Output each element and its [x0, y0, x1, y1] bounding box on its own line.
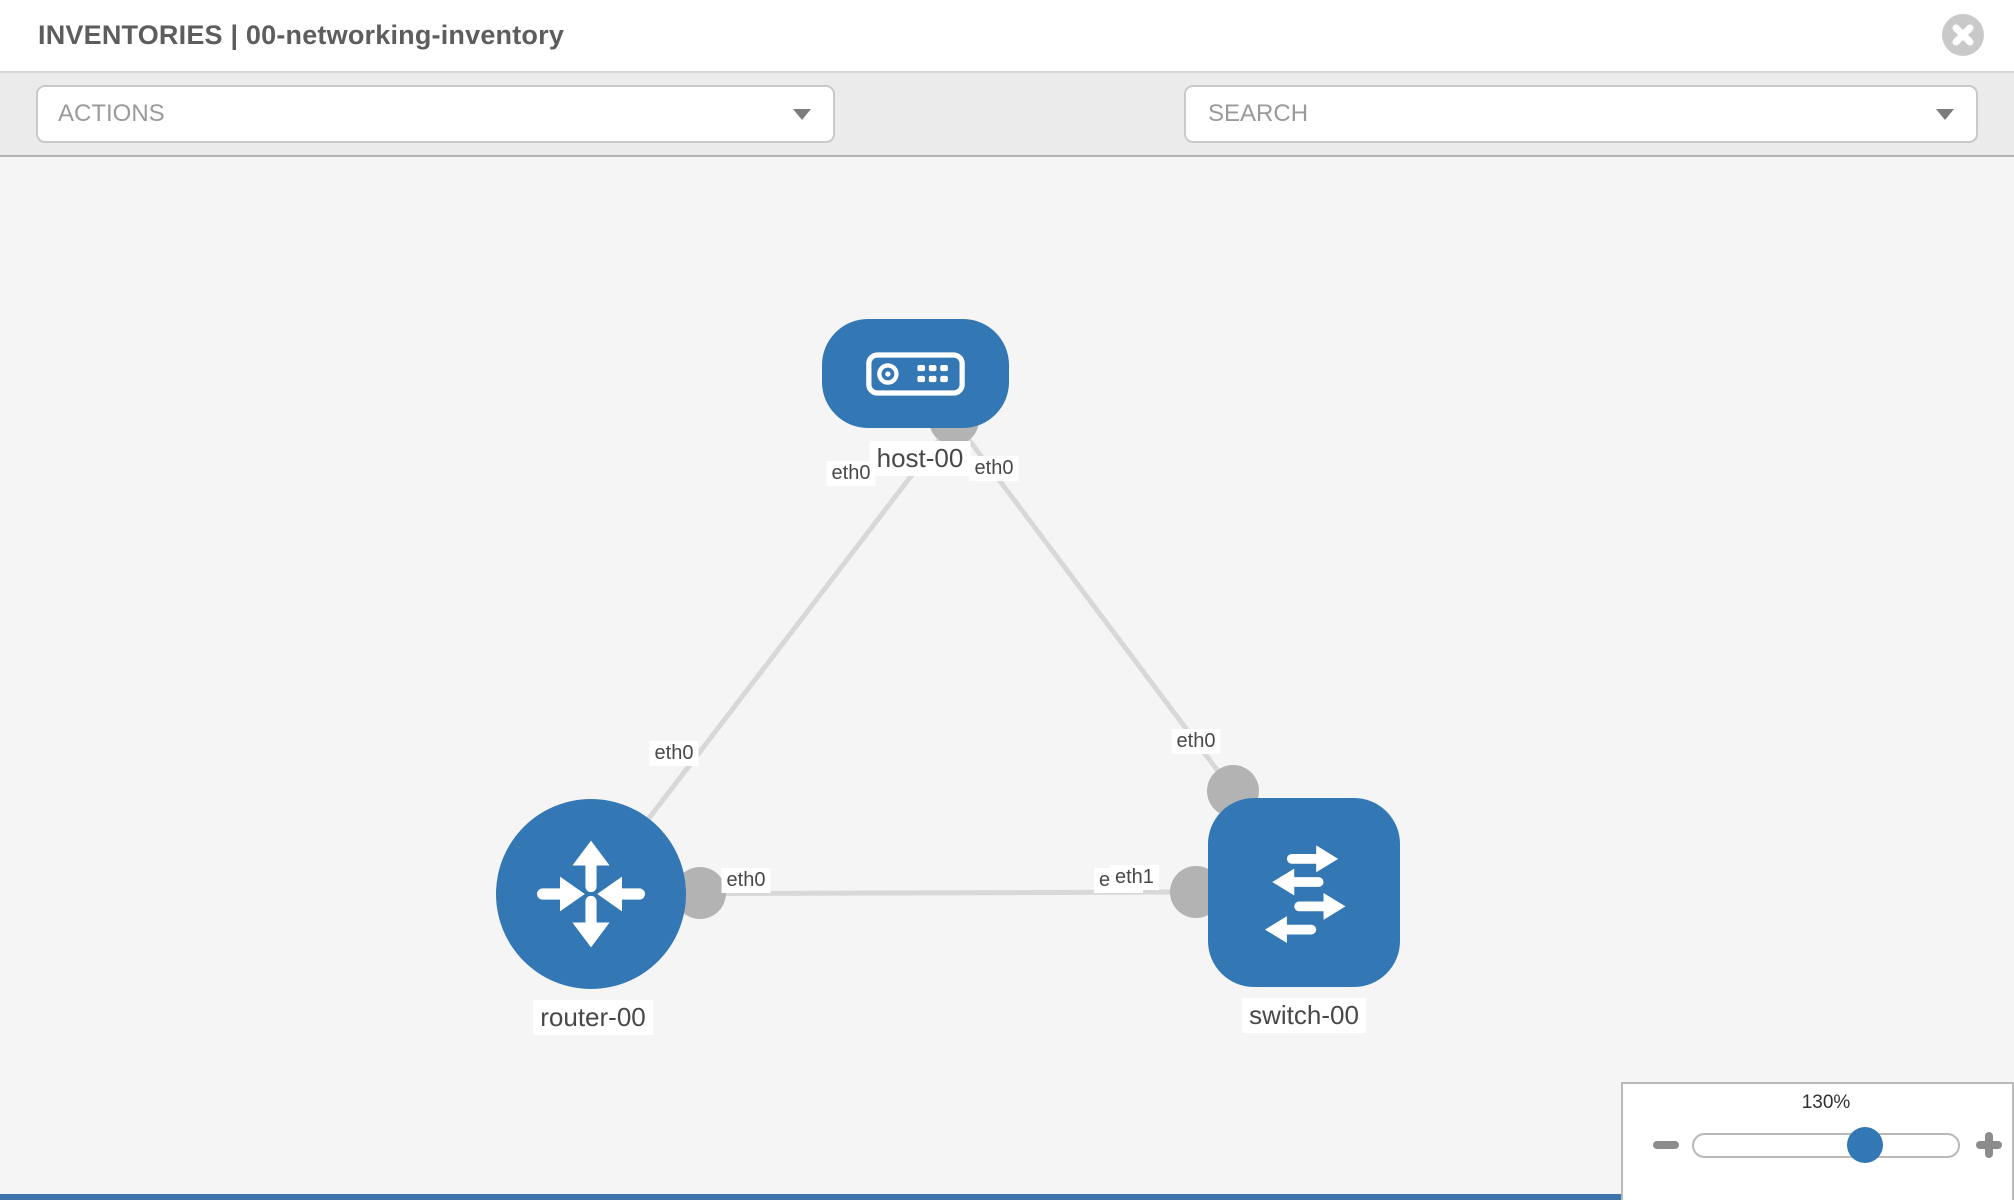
- zoom-in-button[interactable]: [1976, 1132, 2002, 1158]
- bottom-panel-edge: [0, 1194, 1621, 1200]
- header: INVENTORIES | 00-networking-inventory: [0, 0, 2014, 73]
- topology-edges: [589, 395, 1259, 919]
- page-title: INVENTORIES | 00-networking-inventory: [38, 20, 565, 50]
- host-icon: [866, 351, 965, 396]
- node-label-switch: switch-00: [1242, 998, 1366, 1033]
- interface-label-router-right: eth0: [721, 868, 771, 893]
- node-router-00[interactable]: [496, 799, 686, 989]
- search-box[interactable]: [1184, 85, 1978, 143]
- link-host-router: [589, 418, 956, 896]
- node-label-host: host-00: [869, 441, 971, 476]
- interface-label-host-left: eth0: [826, 461, 876, 486]
- actions-dropdown[interactable]: ACTIONS: [36, 85, 835, 143]
- close-button[interactable]: [1942, 14, 1984, 56]
- interface-label-switch-left-over: eth1: [1110, 865, 1159, 890]
- zoom-percentage: 130%: [1801, 1092, 1851, 1113]
- topology-canvas[interactable]: host-00 router-00 switch-00 eth0 eth0 et…: [0, 157, 2014, 1200]
- toolbar: ACTIONS: [0, 73, 2014, 207]
- node-switch-00[interactable]: [1208, 798, 1400, 987]
- chevron-down-icon: [1936, 108, 1954, 120]
- zoom-slider-thumb[interactable]: [1847, 1127, 1883, 1163]
- zoom-slider-track[interactable]: [1692, 1133, 1960, 1158]
- actions-dropdown-label: ACTIONS: [58, 100, 165, 127]
- switch-icon: [1264, 844, 1346, 943]
- router-icon: [537, 840, 645, 948]
- search-input[interactable]: [1206, 99, 1936, 129]
- interface-label-switch-top: eth0: [1171, 729, 1221, 754]
- close-icon: [1942, 14, 1984, 56]
- interface-label-host-right: eth0: [969, 456, 1019, 481]
- node-host-00[interactable]: [822, 319, 1009, 428]
- zoom-out-button[interactable]: [1653, 1141, 1679, 1149]
- zoom-panel: 130%: [1621, 1082, 2014, 1200]
- interface-label-router-top: eth0: [649, 741, 699, 766]
- chevron-down-icon: [793, 108, 811, 120]
- interface-connector-router-right: [674, 867, 726, 919]
- node-label-router: router-00: [533, 1000, 653, 1035]
